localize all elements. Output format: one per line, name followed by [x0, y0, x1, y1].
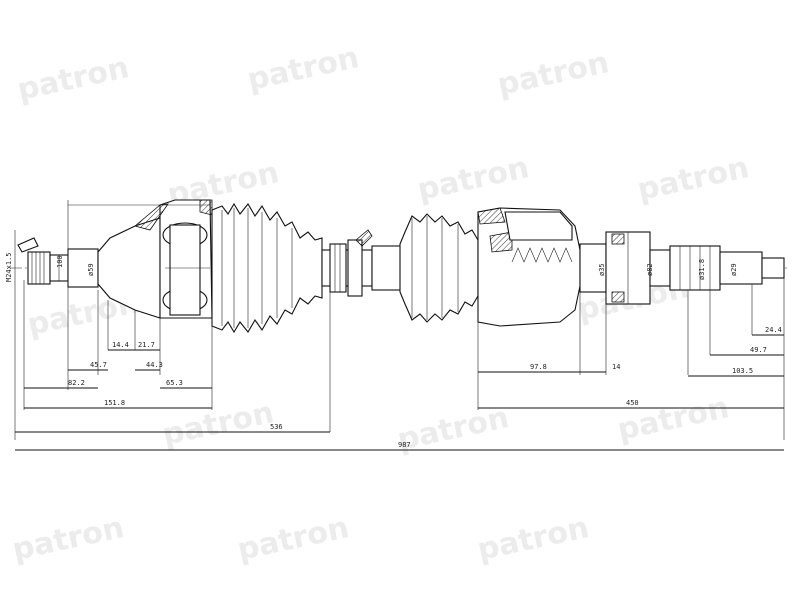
dim-24-4: 24.4 — [765, 326, 782, 334]
diameter-thread-label: M24x1.5 — [5, 252, 13, 282]
inner-boot — [399, 213, 479, 323]
dim-14-4: 14.4 — [112, 341, 129, 349]
dimension-lines — [15, 334, 784, 451]
dim-44-3: 44.3 — [146, 361, 163, 369]
dim-450: 450 — [626, 399, 639, 407]
watermark: patron — [244, 40, 362, 98]
outer-cv-joint — [97, 199, 213, 319]
watermark: patron — [474, 510, 592, 568]
dim-14: 14 — [612, 363, 620, 371]
outer-boot — [211, 202, 323, 334]
watermark: patron — [9, 510, 127, 568]
watermark: patron — [14, 50, 132, 108]
dim-45-7: 45.7 — [90, 361, 107, 369]
dim-103-5: 103.5 — [732, 367, 753, 375]
right-spline-stub — [649, 245, 785, 291]
watermark: patron — [634, 150, 752, 208]
watermark: patron — [494, 45, 612, 103]
diameter-82-label: ø82 — [646, 263, 654, 276]
left-threaded-stub — [17, 237, 99, 288]
diameter-31-8-label: ø31.8 — [698, 259, 706, 280]
diameter-35-label: ø35 — [598, 263, 606, 276]
dim-21-7: 21.7 — [138, 341, 155, 349]
dim-536: 536 — [270, 423, 283, 431]
watermark: patron — [234, 510, 352, 568]
diameter-100-label: 100 — [56, 255, 64, 268]
watermark: patron — [414, 150, 532, 208]
diameter-29-label: ø29 — [730, 263, 738, 276]
watermark: patron — [159, 395, 277, 453]
diameter-59-label: ø59 — [87, 263, 95, 276]
dim-151-8: 151.8 — [104, 399, 125, 407]
dim-987: 987 — [398, 441, 411, 449]
dim-49-7: 49.7 — [750, 346, 767, 354]
watermark: patron — [394, 400, 512, 458]
extension-lines — [14, 200, 785, 440]
dim-65-3: 65.3 — [166, 379, 183, 387]
dim-97-8: 97.8 — [530, 363, 547, 371]
dim-82-2: 82.2 — [68, 379, 85, 387]
shaft — [321, 229, 403, 297]
